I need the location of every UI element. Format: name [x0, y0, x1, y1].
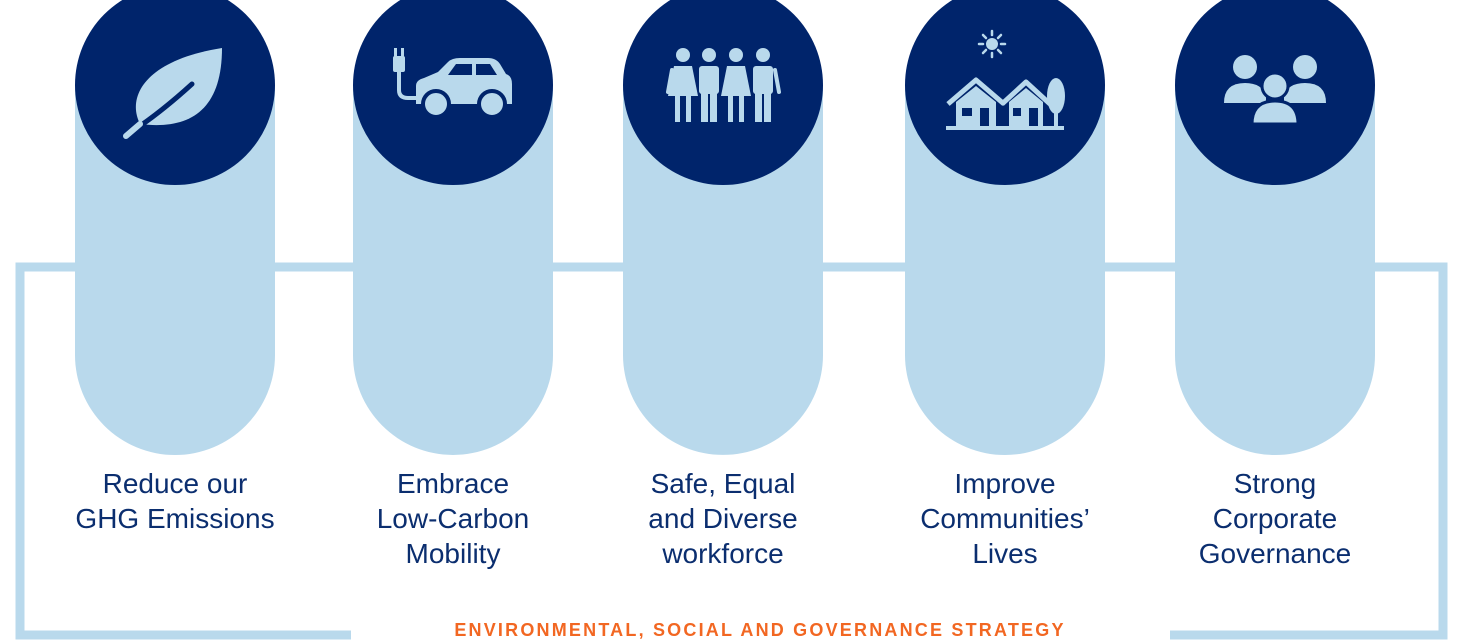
- pillar-body: [75, 85, 275, 455]
- pillar-label-line: Embrace: [396, 468, 510, 499]
- people-group-icon: [666, 48, 781, 122]
- team-icon: [1224, 55, 1326, 126]
- pillar-body: [623, 85, 823, 455]
- pillar-label-line: Communities’: [920, 503, 1090, 534]
- pillar-label-line: Low-Carbon: [376, 503, 530, 534]
- pillar-label-line: GHG Emissions: [75, 503, 275, 534]
- leaf-icon: [123, 48, 222, 139]
- pillar-label-governance: Strong Corporate Governance: [1145, 466, 1405, 571]
- pillar-label-line: and Diverse: [648, 503, 798, 534]
- pillar-label-line: Reduce our: [102, 468, 248, 499]
- pillar-label-line: Corporate: [1212, 503, 1338, 534]
- pillar-label-line: Strong: [1233, 468, 1317, 499]
- pillar-label-mobility: Embrace Low-Carbon Mobility: [323, 466, 583, 571]
- pillar-label-line: Improve: [954, 468, 1056, 499]
- pillar-communities: [905, 0, 1105, 455]
- pillar-governance: [1175, 0, 1375, 455]
- pillar-workforce: [623, 0, 823, 455]
- pillar-label-ghg: Reduce our GHG Emissions: [45, 466, 305, 536]
- strategy-title: ENVIRONMENTAL, SOCIAL AND GOVERNANCE STR…: [454, 620, 1066, 640]
- pillar-body: [353, 85, 553, 455]
- pillar-label-workforce: Safe, Equal and Diverse workforce: [593, 466, 853, 571]
- pillar-body: [905, 85, 1105, 455]
- pillar-label-line: Governance: [1198, 538, 1352, 569]
- pillar-mobility: [353, 0, 553, 455]
- electric-car-icon: [393, 48, 512, 119]
- pillar-circle: [905, 0, 1105, 185]
- pillar-label-communities: Improve Communities’ Lives: [875, 466, 1135, 571]
- pillar-label-line: Mobility: [405, 538, 501, 569]
- pillar-label-line: workforce: [662, 538, 784, 569]
- pillar-label-line: Lives: [972, 538, 1038, 569]
- houses-sun-icon: [946, 29, 1065, 130]
- pillar-label-line: Safe, Equal: [650, 468, 796, 499]
- pillar-body: [1175, 85, 1375, 455]
- pillar-ghg: [75, 0, 275, 455]
